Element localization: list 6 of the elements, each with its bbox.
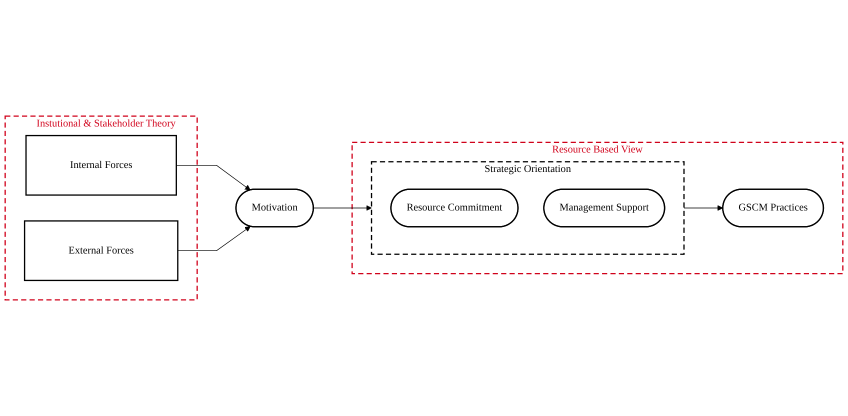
- arrow: [684, 205, 724, 211]
- node-box: External Forces: [24, 220, 178, 282]
- arrow: [313, 205, 372, 211]
- arrow: [176, 165, 251, 190]
- arrow: [177, 226, 251, 251]
- node-box: Internal Forces: [25, 134, 177, 196]
